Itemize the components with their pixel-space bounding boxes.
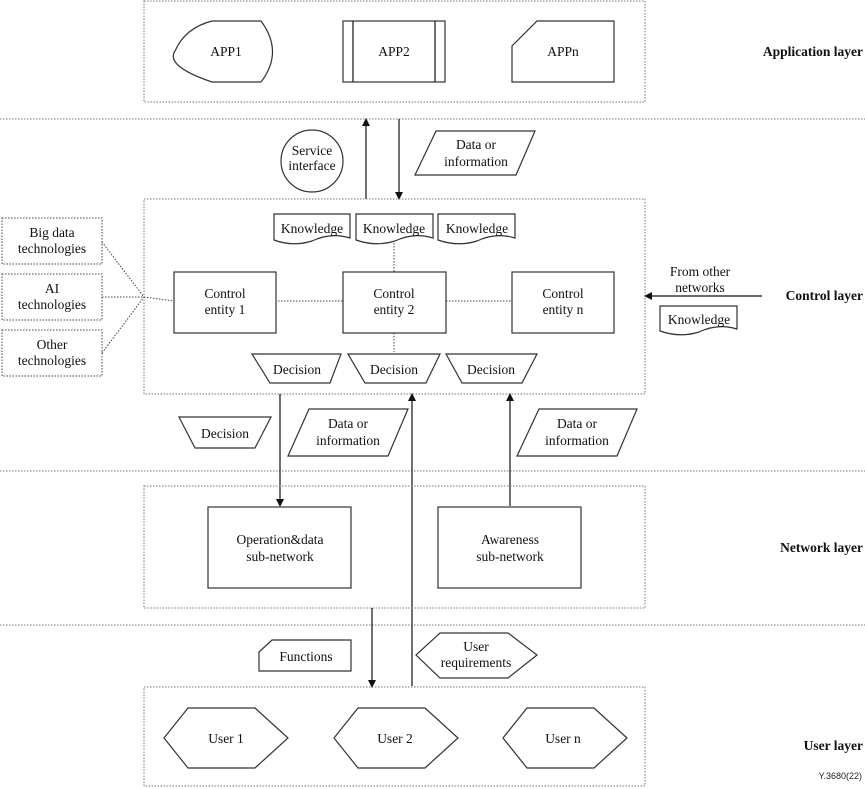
network-layer-box — [143, 485, 646, 609]
control-entity-label: entity 1 — [205, 302, 246, 317]
user-n: User n — [502, 707, 628, 769]
service-interface-line2: interface — [288, 158, 335, 173]
knowledge-label: Knowledge — [446, 221, 508, 236]
user-label: User n — [545, 731, 581, 746]
user-requirements-shape: User requirements — [415, 632, 538, 679]
tech-big-data: Big data technologies — [1, 217, 103, 265]
user-layer-box — [143, 686, 646, 787]
data-info-line1: Data or — [557, 416, 598, 431]
from-other-networks-line1: From other — [670, 264, 731, 279]
subnetwork-label: sub-network — [476, 549, 544, 564]
operation-data-subnetwork: Operation&data sub-network — [207, 506, 352, 589]
decision-between: Decision — [178, 416, 272, 449]
decision-label: Decision — [467, 362, 515, 377]
figure-id: Y.3680(22) — [819, 771, 862, 781]
decision-label: Decision — [273, 362, 321, 377]
tech-other: Other technologies — [1, 329, 103, 377]
functions-label: Functions — [279, 649, 332, 664]
tech-label: technologies — [18, 241, 86, 256]
control-entity-n: Control entity n — [511, 271, 615, 334]
data-info-left: Data or information — [287, 408, 409, 457]
control-entity-label: entity n — [543, 302, 584, 317]
data-info-line1: Data or — [456, 137, 497, 152]
tech-label: technologies — [18, 353, 86, 368]
network-layer-label: Network layer — [780, 540, 863, 555]
user-layer-label: User layer — [804, 738, 863, 753]
control-entity-label: entity 2 — [374, 302, 415, 317]
connector — [143, 296, 175, 302]
decision-2: Decision — [346, 353, 441, 384]
user-label: User 1 — [208, 731, 244, 746]
knowledge-doc-2: Knowledge — [355, 213, 434, 245]
tech-label: AI — [45, 281, 60, 296]
data-info-line1: Data or — [328, 416, 369, 431]
control-layer-label: Control layer — [786, 288, 863, 303]
from-other-networks-line2: networks — [675, 280, 725, 295]
app2-shape: APP2 — [342, 20, 446, 83]
app2-label: APP2 — [378, 44, 410, 59]
appn-shape: APPn — [511, 20, 615, 83]
tech-ai: AI technologies — [1, 273, 103, 321]
subnetwork-label: Operation&data — [237, 532, 324, 547]
control-entity-label: Control — [373, 286, 415, 301]
user-requirements-line2: requirements — [441, 655, 511, 670]
user-2: User 2 — [333, 707, 459, 769]
control-entity-label: Control — [204, 286, 246, 301]
data-info-line2: information — [545, 433, 609, 448]
tech-label: technologies — [18, 297, 86, 312]
application-layer-label: Application layer — [763, 44, 863, 59]
tech-connector — [101, 241, 145, 298]
user-requirements-line1: User — [463, 639, 489, 654]
knowledge-doc-external: Knowledge — [659, 305, 738, 336]
knowledge-doc-3: Knowledge — [437, 213, 516, 245]
knowledge-label: Knowledge — [363, 221, 425, 236]
tech-label: Other — [37, 337, 68, 352]
data-info-right: Data or information — [516, 408, 638, 457]
knowledge-label: Knowledge — [668, 312, 730, 327]
awareness-subnetwork: Awareness sub-network — [437, 506, 582, 589]
control-entity-1: Control entity 1 — [173, 271, 277, 334]
control-entity-label: Control — [542, 286, 584, 301]
application-layer-box — [143, 0, 646, 103]
decision-3: Decision — [444, 353, 538, 384]
decision-label: Decision — [370, 362, 418, 377]
functions-shape: Functions — [258, 639, 352, 672]
subnetwork-label: sub-network — [246, 549, 314, 564]
user-1: User 1 — [163, 707, 289, 769]
user-label: User 2 — [377, 731, 413, 746]
appn-label: APPn — [547, 44, 579, 59]
service-interface: Service interface — [280, 129, 344, 193]
data-info-line2: information — [444, 154, 508, 169]
service-interface-line1: Service — [292, 143, 332, 158]
control-entity-2: Control entity 2 — [342, 271, 447, 334]
tech-connector — [101, 296, 145, 354]
knowledge-label: Knowledge — [281, 221, 343, 236]
app1-label: APP1 — [210, 44, 242, 59]
subnetwork-label: Awareness — [481, 532, 539, 547]
decision-1: Decision — [250, 353, 342, 384]
tech-label: Big data — [29, 225, 74, 240]
data-info-line2: information — [316, 433, 380, 448]
app1-shape: APP1 — [172, 20, 273, 83]
decision-label: Decision — [201, 426, 249, 441]
knowledge-doc-1: Knowledge — [273, 213, 351, 245]
data-info-top: Data or information — [414, 130, 536, 176]
